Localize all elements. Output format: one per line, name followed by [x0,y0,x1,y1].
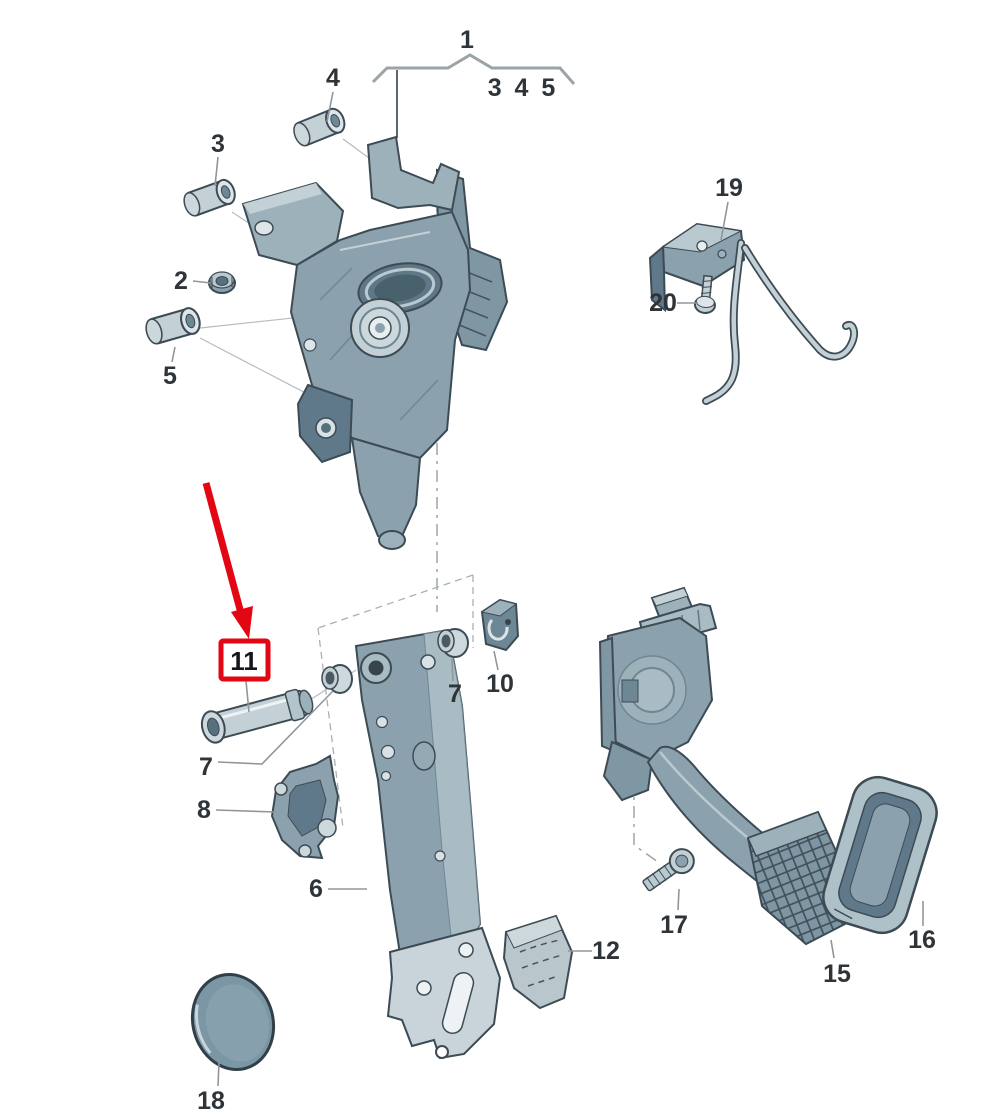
callout-6[interactable]: 6 [309,875,323,903]
part-20-screw [693,274,716,314]
part-8-mounting-clamp [270,754,340,860]
highlight-arrow [202,482,253,639]
callout-7-left[interactable]: 7 [199,753,213,781]
callout-10[interactable]: 10 [486,670,514,698]
part-4-bushing [289,104,349,150]
callout-5[interactable]: 5 [163,362,177,390]
callout-15[interactable]: 15 [823,960,851,988]
part-7-bushing-left [321,664,353,694]
part-3-bushing [180,176,239,220]
callout-3-4-5[interactable]: 3 4 5 [488,74,559,102]
callout-7-right[interactable]: 7 [448,680,462,708]
part-7-bushing-right [437,628,469,658]
group-brace-1 [371,53,576,138]
part-18-cover-cap [190,972,276,1072]
callout-12[interactable]: 12 [592,937,620,965]
part-12-pedal-pad [502,914,574,1010]
part-11-pivot-pin [200,688,314,744]
callout-11: 11 [230,646,258,676]
leader-lines [171,91,924,1087]
callout-17[interactable]: 17 [660,911,688,939]
callout-19[interactable]: 19 [715,174,743,202]
callout-1[interactable]: 1 [460,26,474,54]
part-17-screw [642,848,695,892]
part-2-nut [208,271,236,294]
part-16-pedal-cap [822,775,938,935]
callout-8[interactable]: 8 [197,796,211,824]
part-5-bushing [142,304,204,348]
callout-labels: 1 3 4 5 4 3 2 5 19 20 7 8 6 7 10 12 15 1… [163,26,936,1115]
part-1-pedal-bracket-assembly [241,135,509,550]
callout-18[interactable]: 18 [197,1087,225,1115]
callout-2[interactable]: 2 [174,267,188,295]
callout-16[interactable]: 16 [908,926,936,954]
part-6-pedal-arm [354,628,502,1060]
callout-3[interactable]: 3 [211,130,225,158]
part-15-accelerator-pedal [746,810,854,946]
highlight-callout-11[interactable]: 11 [218,638,271,682]
part-19-spring-wire [702,239,859,405]
accelerator-pedal-module [598,586,802,892]
part-10-retaining-clip [480,598,520,652]
callout-4[interactable]: 4 [326,64,340,92]
callout-20[interactable]: 20 [649,289,677,317]
part-19-retaining-bracket [648,222,746,313]
